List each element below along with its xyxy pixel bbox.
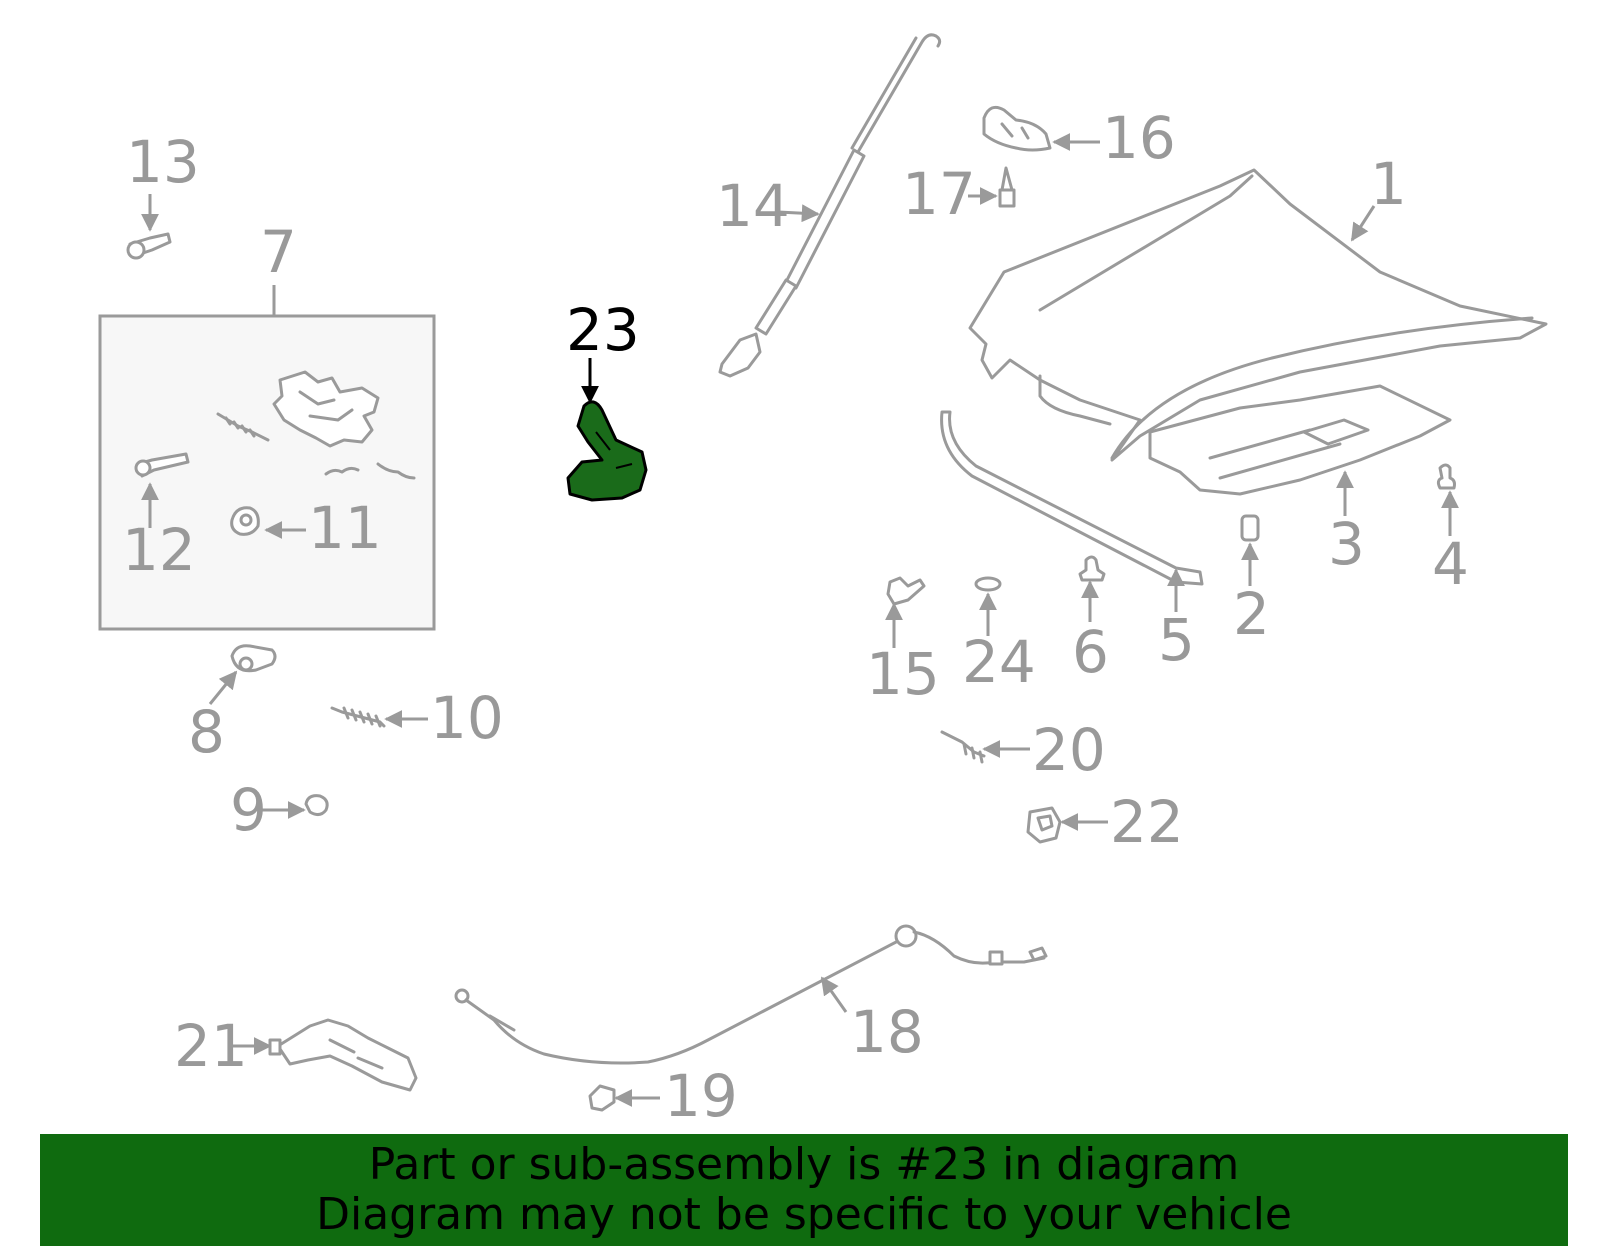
plug-24 [974, 576, 1002, 592]
callout-16: 16 [1102, 104, 1176, 172]
callout-7: 7 [260, 218, 297, 286]
banner-line-1: Part or sub-assembly is #23 in diagram [368, 1139, 1240, 1190]
callout-2: 2 [1233, 580, 1270, 648]
callout-11: 11 [308, 494, 382, 562]
weatherstrip-5 [940, 410, 1204, 586]
callout-23: 23 [566, 296, 640, 364]
banner-line-2: Diagram may not be specific to your vehi… [316, 1189, 1292, 1240]
bracket-16 [982, 105, 1052, 152]
callout-20: 20 [1032, 716, 1106, 784]
callout-21: 21 [174, 1012, 248, 1080]
spring-10 [330, 706, 386, 728]
hood-1 [968, 168, 1548, 462]
clip-6 [1078, 555, 1106, 582]
callout-3: 3 [1328, 510, 1365, 578]
callout-18: 18 [850, 998, 924, 1066]
callout-15: 15 [866, 640, 940, 708]
info-banner: Part or sub-assembly is #23 in diagram D… [40, 1134, 1568, 1246]
clip-9 [304, 794, 329, 817]
callout-14: 14 [716, 172, 790, 240]
callout-12: 12 [122, 516, 196, 584]
callout-19: 19 [664, 1062, 738, 1130]
lever-21 [268, 1018, 418, 1092]
callout-24: 24 [962, 628, 1036, 696]
latch-assembly-box [98, 285, 436, 631]
callout-8: 8 [188, 698, 225, 766]
small-parts [886, 463, 1456, 606]
clip-19 [588, 1084, 616, 1112]
callout-6: 6 [1072, 618, 1109, 686]
insulator-3 [1148, 384, 1452, 496]
cushion-2 [1240, 514, 1260, 542]
release-cable-18 [454, 924, 1048, 1065]
callout-22: 22 [1110, 788, 1184, 856]
leader-arrows [141, 133, 1459, 1107]
callout-9: 9 [230, 776, 267, 844]
spring-20 [940, 730, 986, 764]
bracket-15 [886, 576, 926, 606]
callout-4: 4 [1432, 530, 1469, 598]
callout-labels: 1 2 3 4 5 6 7 8 9 10 11 12 13 14 15 16 1… [122, 104, 1469, 1130]
hood-lock-support-23 [566, 400, 648, 502]
callout-10: 10 [430, 684, 504, 752]
callout-13: 13 [126, 128, 200, 196]
stopper-8 [230, 644, 277, 673]
callout-1: 1 [1370, 150, 1407, 218]
bolt-13 [126, 232, 172, 260]
bolt-17 [998, 166, 1016, 208]
callout-17: 17 [902, 160, 976, 228]
hood-support-14 [718, 33, 942, 378]
callout-5: 5 [1158, 606, 1195, 674]
clip-22 [1026, 806, 1062, 844]
clip-4 [1436, 463, 1456, 490]
